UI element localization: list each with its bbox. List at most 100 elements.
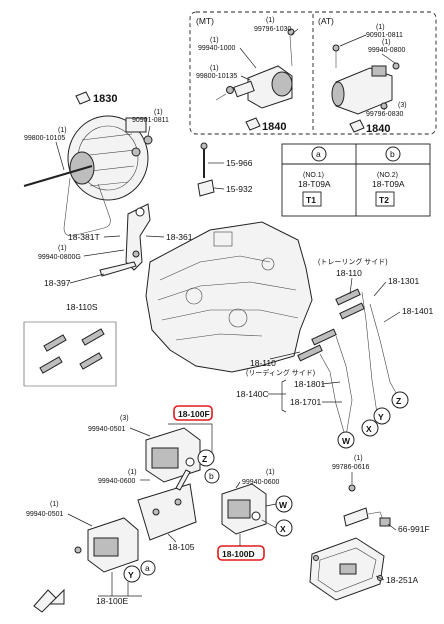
alt-nut: 99940-0800G — [38, 254, 81, 261]
coil-f-highlight — [173, 405, 213, 421]
coil-d-label: 18-100D — [222, 549, 255, 559]
adjust-rod — [99, 261, 137, 277]
alt-qty-nut: (1) — [58, 245, 67, 252]
wire-connector-y: Y — [373, 407, 391, 425]
coil-connector-b: b — [204, 468, 220, 484]
belt-label: 18-381T — [68, 232, 100, 242]
ign-qty-4: (1) — [50, 501, 59, 508]
at-switch-drawing — [331, 44, 400, 115]
wire-connector-w-label: W — [342, 436, 351, 446]
mt-screw-label: 99800-10135 — [196, 73, 237, 80]
ign-part-2: 99940-0600 — [98, 478, 135, 485]
wire-1301: 18-1301 — [388, 276, 419, 286]
plug-set-box — [23, 321, 117, 387]
coil-connector-z: Z — [197, 449, 215, 467]
wire-connector-x: X — [361, 419, 379, 437]
at-label: (AT) — [318, 16, 334, 26]
alt-qty-left: (1) — [58, 127, 67, 134]
trailing-part: 18-110 — [336, 268, 362, 278]
coil-connector-w: W — [275, 495, 293, 513]
part-15966: 15-966 — [226, 158, 253, 168]
coil-connector-b-label: b — [209, 471, 214, 481]
wire-connector-x-label: X — [366, 424, 372, 434]
trailing-note: (トレーリング サイド) — [318, 257, 388, 266]
mt-bolt-label: 99796-1030 — [254, 26, 291, 33]
front-arrow-icon — [33, 588, 65, 613]
coil-d-highlight — [217, 545, 265, 561]
drive-belt — [63, 177, 111, 237]
mt-ref-number: 1840 — [262, 121, 286, 133]
sensor-table: a b (NO.1) 18-T09A T1 (NO.2) 18-T09A T2 — [281, 143, 431, 217]
wire-connector-z: Z — [391, 391, 409, 409]
sensor-66991f-label: 66-991F — [398, 524, 430, 534]
at-part-b: 99940-0800 — [368, 47, 405, 54]
sensor-b-badge: T2 — [379, 195, 389, 205]
coil-connector-y-label: Y — [128, 570, 134, 580]
mt-ref-marker: 1840 — [245, 117, 286, 133]
sensor-a-no: (NO.1) — [303, 172, 324, 179]
wire-1801: 18-1801 — [294, 379, 325, 389]
coil-connector-w-label: W — [279, 500, 288, 510]
sensor-a-badge: T1 — [306, 195, 316, 205]
coil-connector-x-label: X — [280, 524, 286, 534]
at-qty-a: (1) — [376, 24, 385, 31]
engine-block-drawing — [145, 221, 313, 373]
coil-d-drawing — [221, 483, 267, 535]
alt-qty-right: (1) — [154, 109, 163, 116]
plug-set-label: 18-110S — [66, 302, 98, 312]
sensor-b-no: (NO.2) — [377, 172, 398, 179]
col-a-label: a — [316, 149, 321, 159]
control-unit-label: 18-251A — [386, 575, 418, 585]
ign-qty-3: (1) — [266, 469, 275, 476]
bracket-18361-drawing — [125, 203, 151, 271]
alt-part-right: 90901-0811 — [132, 117, 169, 124]
mt-qty-screw: (1) — [210, 65, 219, 72]
coil-connector-x: X — [275, 519, 293, 537]
wire-1401: 18-1401 — [402, 306, 433, 316]
coil-e-label: 18-100E — [96, 596, 128, 606]
at-part-c: 99796-0830 — [366, 111, 403, 118]
wire-140c: 18-140C — [236, 389, 269, 399]
part-15932: 15-932 — [226, 184, 253, 194]
transmission-inset: (MT) (AT) (1) 99796-1030 (1) 99940-1000 … — [189, 11, 437, 135]
coil-connector-a: a — [140, 560, 156, 576]
alternator-ref-marker: 1830 — [75, 91, 117, 105]
ign-qty-1: (3) — [120, 415, 129, 422]
leading-note: (リーディング サイド) — [246, 368, 315, 377]
wire-1701: 18-1701 — [290, 397, 321, 407]
plug-wires — [319, 291, 401, 437]
mt-nut-label: 99940-1000 — [198, 45, 235, 52]
dashed-frame — [189, 11, 437, 135]
coil-e-drawing — [74, 517, 139, 573]
alternator-ref: 1830 — [93, 93, 117, 105]
coil-connector-y: Y — [123, 565, 141, 583]
cu-bolt-drawing — [348, 484, 356, 492]
at-qty-b: (1) — [382, 39, 391, 46]
mt-switch-drawing — [215, 28, 295, 109]
wire-connector-y-label: Y — [378, 412, 384, 422]
wire-connector-z-label: Z — [396, 396, 401, 406]
ign-part-3: 99940-0600 — [242, 479, 279, 486]
cu-qty: (1) — [354, 455, 363, 462]
wire-connector-w: W — [337, 431, 355, 449]
long-bolt — [23, 165, 93, 187]
sensor-b-part: 18-T09A — [372, 179, 405, 189]
coil-f-label: 18-100F — [178, 409, 210, 419]
ign-qty-2: (1) — [128, 469, 137, 476]
coil-connector-a-label: a — [145, 563, 150, 573]
mt-qty-bolt: (1) — [266, 17, 275, 24]
mt-qty-nut: (1) — [210, 37, 219, 44]
coil-f-drawing — [145, 427, 201, 483]
coil-connector-z-label: Z — [202, 454, 207, 464]
bracket-label: 18-361 — [166, 232, 193, 242]
leading-part: 18-110 — [250, 358, 276, 368]
alternator-drawing — [67, 115, 153, 201]
bracket-105-label: 18-105 — [168, 542, 195, 552]
trailing-plugs — [335, 288, 365, 320]
leading-plugs — [297, 328, 337, 362]
ign-part-1: 99940-0501 — [88, 426, 125, 433]
alt-bolt-left: 99800-10105 — [24, 135, 65, 142]
col-b-label: b — [390, 149, 395, 159]
at-ref-marker: 1840 — [349, 119, 390, 135]
